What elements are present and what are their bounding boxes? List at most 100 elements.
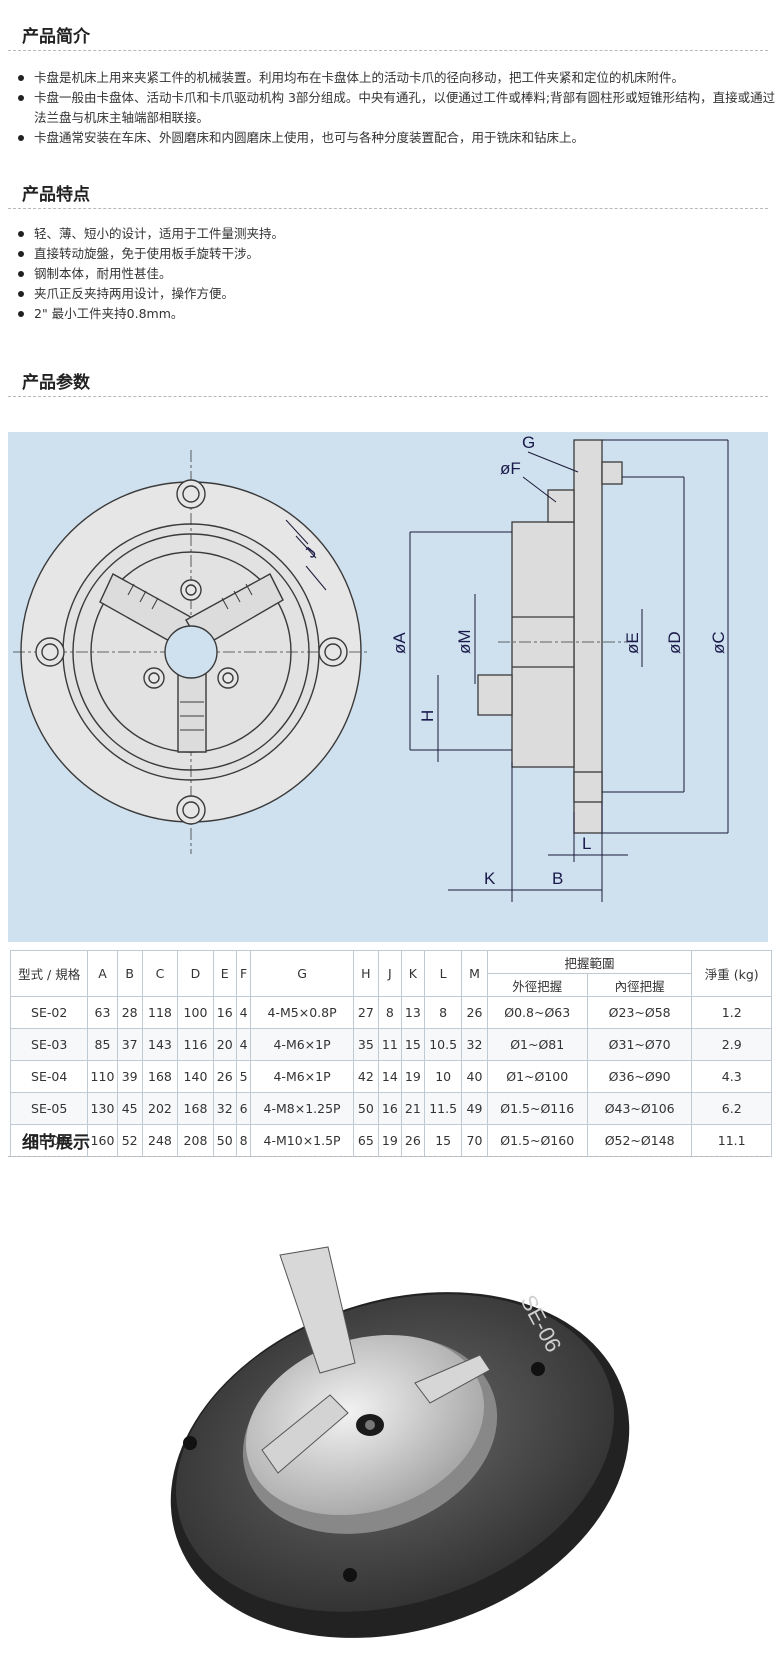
features-title: 产品特点 xyxy=(22,185,90,205)
table-cell: 14 xyxy=(377,1060,402,1093)
table-cell: 8 xyxy=(235,1124,252,1157)
model-cell: SE-02 xyxy=(9,996,89,1029)
table-cell: 85 xyxy=(87,1028,118,1061)
header-col: M xyxy=(461,950,488,997)
table-cell: 143 xyxy=(141,1028,179,1061)
table-cell: 70 xyxy=(461,1124,488,1157)
table-cell: 1.2 xyxy=(691,996,772,1029)
list-item: 2" 最小工件夹持0.8mm。 xyxy=(0,304,776,324)
header-col: C xyxy=(141,950,179,997)
table-cell: 168 xyxy=(177,1092,214,1125)
header-col: J xyxy=(377,950,402,997)
table-cell: 208 xyxy=(177,1124,214,1157)
table-cell: 110 xyxy=(87,1060,118,1093)
table-cell: 168 xyxy=(141,1060,179,1093)
label-l: L xyxy=(582,834,591,853)
label-m: øM xyxy=(455,629,474,654)
header-col: B xyxy=(116,950,143,997)
label-h: H xyxy=(418,710,437,722)
header-grip: 把握範圍 xyxy=(486,950,693,974)
table-cell: 6 xyxy=(235,1092,252,1125)
table-cell: 50 xyxy=(212,1124,237,1157)
table-cell: Ø36~Ø90 xyxy=(586,1060,693,1093)
dim-j xyxy=(285,519,327,591)
divider xyxy=(8,208,768,209)
label-d: øD xyxy=(665,631,684,654)
table-cell: 32 xyxy=(212,1092,237,1125)
table-cell: 35 xyxy=(352,1028,379,1061)
table-cell: 140 xyxy=(177,1060,214,1093)
side-view xyxy=(477,439,623,834)
table-cell: Ø43~Ø106 xyxy=(586,1092,693,1125)
divider xyxy=(8,1156,768,1157)
table-cell: 13 xyxy=(400,996,425,1029)
table-cell: 8 xyxy=(423,996,463,1029)
table-cell: 8 xyxy=(377,996,402,1029)
label-k: K xyxy=(484,869,496,888)
table-cell: 21 xyxy=(400,1092,425,1125)
table-cell: 63 xyxy=(87,996,118,1029)
spec-table: 型式 / 規格 A B C D E F G H J K L M 把握範圍 淨重 … xyxy=(9,950,772,1157)
table-cell: 10 xyxy=(423,1060,463,1093)
table-cell: 118 xyxy=(141,996,179,1029)
table-cell: Ø0.8~Ø63 xyxy=(486,996,588,1029)
table-cell: 49 xyxy=(461,1092,488,1125)
header-weight: 淨重 (kg) xyxy=(691,950,772,997)
table-cell: 45 xyxy=(116,1092,143,1125)
table-cell: Ø23~Ø58 xyxy=(586,996,693,1029)
table-cell: 20 xyxy=(212,1028,237,1061)
table-cell: 4 xyxy=(235,996,252,1029)
table-cell: Ø1.5~Ø160 xyxy=(486,1124,588,1157)
table-cell: 130 xyxy=(87,1092,118,1125)
side-dimensions xyxy=(409,439,729,902)
list-item: 卡盘一般由卡盘体、活动卡爪和卡爪驱动机构 3部分组成。中央有通孔，以便通过工件或… xyxy=(0,88,776,128)
table-cell: 52 xyxy=(116,1124,143,1157)
header-grip-outer: 外徑把握 xyxy=(486,973,588,997)
table-cell: 4.3 xyxy=(691,1060,772,1093)
model-cell: SE-03 xyxy=(9,1028,89,1061)
table-cell: 19 xyxy=(400,1060,425,1093)
table-cell: 37 xyxy=(116,1028,143,1061)
list-item: 卡盘是机床上用来夹紧工件的机械装置。利用均布在卡盘体上的活动卡爪的径向移动，把工… xyxy=(0,68,776,88)
table-cell: 4-M6×1P xyxy=(250,1060,354,1093)
table-cell: 2.9 xyxy=(691,1028,772,1061)
table-cell: 32 xyxy=(461,1028,488,1061)
table-cell: Ø1.5~Ø116 xyxy=(486,1092,588,1125)
header-col: L xyxy=(423,950,463,997)
table-cell: 202 xyxy=(141,1092,179,1125)
table-cell: 6.2 xyxy=(691,1092,772,1125)
table-cell: 11.5 xyxy=(423,1092,463,1125)
table-cell: Ø1~Ø81 xyxy=(486,1028,588,1061)
table-cell: 248 xyxy=(141,1124,179,1157)
header-col: E xyxy=(212,950,237,997)
list-item: 卡盘通常安装在车床、外圆磨床和内圆磨床上使用，也可与各种分度装置配合，用于铣床和… xyxy=(0,128,776,148)
table-cell: 5 xyxy=(235,1060,252,1093)
table-cell: 42 xyxy=(352,1060,379,1093)
table-cell: 50 xyxy=(352,1092,379,1125)
intro-list: 卡盘是机床上用来夹紧工件的机械装置。利用均布在卡盘体上的活动卡爪的径向移动，把工… xyxy=(0,68,776,148)
header-col: F xyxy=(235,950,252,997)
table-cell: 28 xyxy=(116,996,143,1029)
table-cell: 15 xyxy=(400,1028,425,1061)
intro-title: 产品简介 xyxy=(22,27,90,47)
list-item: 直接转动旋盤，免于使用板手旋转干涉。 xyxy=(0,244,776,264)
params-title: 产品参数 xyxy=(22,373,90,393)
label-g: G xyxy=(522,433,535,452)
table-cell: 4-M10×1.5P xyxy=(250,1124,354,1157)
header-col: D xyxy=(177,950,214,997)
chuck-dimension-diagram: J xyxy=(8,432,768,942)
table-cell: 26 xyxy=(212,1060,237,1093)
label-e: øE xyxy=(623,632,642,654)
list-item: 轻、薄、短小的设计，适用于工件量测夹持。 xyxy=(0,224,776,244)
table-cell: 160 xyxy=(87,1124,118,1157)
header-col: A xyxy=(87,950,118,997)
table-cell: 27 xyxy=(352,996,379,1029)
details-title: 细节展示 xyxy=(22,1133,90,1153)
table-cell: 11.1 xyxy=(691,1124,772,1157)
list-item: 夹爪正反夹持两用设计，操作方便。 xyxy=(0,284,776,304)
header-col: H xyxy=(352,950,379,997)
label-b: B xyxy=(552,869,563,888)
